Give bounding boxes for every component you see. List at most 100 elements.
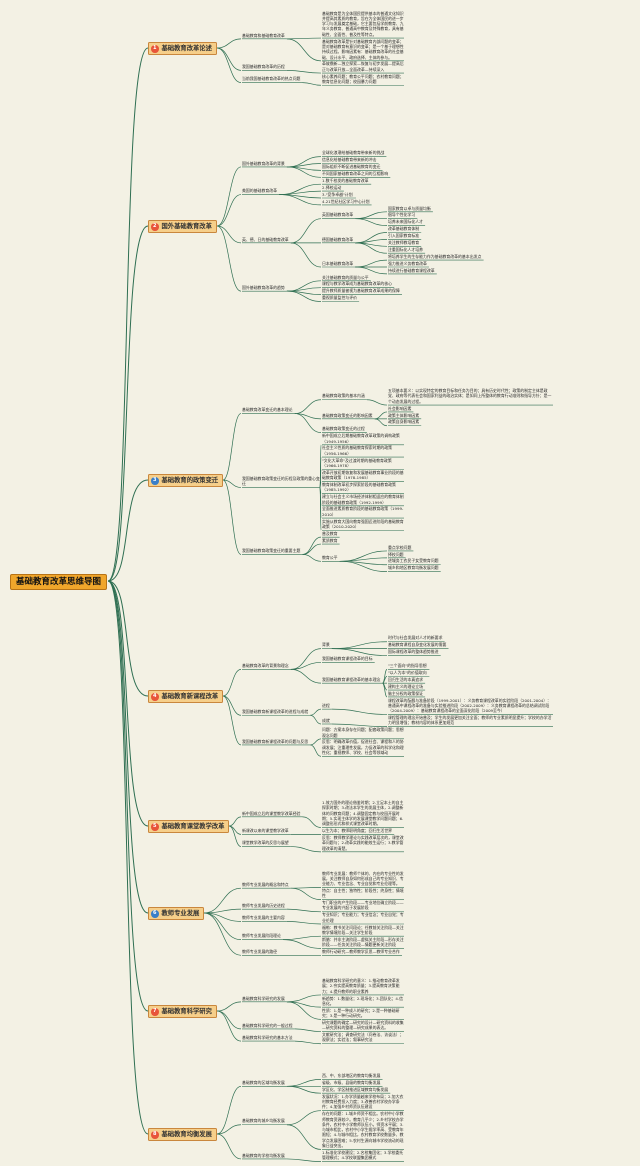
- branch-link: [290, 218, 322, 244]
- mindmap-node-depth-2: 核心素养问题；教育公平问题；农村教育问题；教育信息化问题；校园暴力问题: [322, 73, 404, 84]
- mindmap-node-depth-2: "文化大革命"及过渡时期的基础教育政策（1966-1978）: [322, 457, 392, 468]
- mindmap-node-depth-2: 普及教育: [322, 530, 338, 536]
- mindmap-node-depth-1: 基础教育的城乡均衡发展: [242, 1118, 285, 1124]
- branch-link: [279, 194, 322, 206]
- mindmap-node-depth-2: 素质教育: [322, 537, 338, 543]
- mindmap-node-depth-3: 回归生活的本真追求: [388, 676, 424, 682]
- branch-link: [310, 708, 322, 716]
- mindmap-node-depth-3: 进城务工农民子女受教育问题: [388, 558, 439, 564]
- branch-link: [355, 218, 388, 226]
- mindmap-node-depth-1: 国外基础教育改革的背景: [242, 160, 285, 166]
- mindmap-node-depth-2: 重视质量监控与评价: [322, 295, 358, 301]
- trunk-link: [107, 580, 149, 1012]
- branch-link: [216, 166, 242, 227]
- mindmap-node-depth-1: 基础教育科学研究的一般过程: [242, 1022, 293, 1028]
- trunk-link: [107, 479, 149, 582]
- branch-link: [286, 908, 322, 913]
- mindmap-node-depth-3: 时代与社会发展对人才的新要求: [388, 635, 443, 641]
- branch-link: [374, 418, 388, 427]
- branch-link: [222, 413, 242, 481]
- mindmap-node-depth-2: 基础教育政策变迁的过程: [322, 426, 365, 432]
- mindmap-node-depth-2: 国际组织不断促进基础教育的变迁: [322, 164, 381, 170]
- mindmap-node-depth-1: 我国基础教育政策变迁的重要主题: [242, 548, 301, 554]
- mindmap-node-depth-2: 提升教师质量被视为基础教育改革成果的保障: [322, 288, 400, 294]
- mindmap-node-depth-1: 基础教育的区域均衡发展: [242, 1080, 285, 1085]
- trunk-link: [107, 580, 149, 914]
- mindmap-node-depth-3: 课程改革的酝酿与准备阶段（1999-2001）：义务教育课程改革的实验阶段（20…: [388, 697, 552, 714]
- branch-link: [331, 723, 388, 727]
- section-title: 基础教育新课程改革: [161, 693, 219, 700]
- branch-link: [222, 479, 242, 488]
- branch-link: [222, 669, 242, 697]
- mindmap-node-depth-2: 斯腊：并非主流阶段—虚拟关主阶段—形存关注阶段——任务关注阶段—情题更新关注阶段: [322, 936, 404, 948]
- mindmap-node-depth-2: 新中国成立后期基础教育改革政策的调构政策（1949-1956）: [322, 433, 400, 444]
- section-number-badge: 4: [151, 693, 159, 701]
- branch-link: [203, 887, 242, 914]
- mindmap-node-depth-2: 专门职业的产生阶段——专业地位确立阶段——专业发展的兴起于发展阶段: [322, 900, 404, 911]
- mindmap-node-depth-1: 教师专业发展的主要内容: [242, 915, 285, 921]
- mindmap-node-depth-1: 教师专业发展的概念和特点: [242, 881, 289, 887]
- section-title: 基础教育科学研究: [161, 1008, 212, 1015]
- section-number-badge: 2: [151, 223, 159, 231]
- branch-link: [382, 682, 388, 698]
- mindmap-node-depth-3: 倡导个性化学习: [388, 212, 416, 218]
- mindmap-node-depth-2: 2.择校运动: [322, 184, 342, 190]
- root-node: 基础教育改革思维导图: [10, 574, 108, 590]
- mindmap-node-depth-2: 1.效力国外的理论借鉴时期；2.立足本土的自主探索时期；3.改法本学生的发展主体…: [322, 799, 404, 827]
- mindmap-node-depth-3: 持续进行基础教育课程改革: [388, 267, 435, 273]
- branch-link: [290, 887, 322, 900]
- mindmap-node-depth-3: "以人为本"的价值取向: [388, 669, 427, 675]
- mindmap-node-depth-2: 4.21世纪社区学习中心计划: [322, 198, 370, 204]
- mindmap-node-depth-2: 特点：自主性；独特性；阶段性；终身性；情境性: [322, 888, 404, 899]
- branch-link: [302, 816, 322, 828]
- mindmap-node-depth-3: 培养未来国际化人才: [388, 219, 424, 225]
- mindmap-node-depth-3: 强力推进义务教育改革: [388, 260, 427, 266]
- mindmap-node-depth-2: 问题：方案本身存在问题；配套政策问题；思想观念问题: [322, 727, 404, 738]
- mindmap-node-depth-3: 重点学校问题: [388, 544, 412, 550]
- mindmap-node-depth-2: 研究课题的确定—研究的设计—研究资料的收集—研究资料的整理—研究成果的表达。: [322, 1019, 404, 1031]
- mindmap-node-depth-2: 成就: [322, 717, 330, 723]
- branch-link: [331, 648, 388, 656]
- mindmap-node-depth-1: 基础教育改革变迁的基本理论: [242, 407, 293, 413]
- branch-link: [339, 560, 388, 572]
- mindmap-node-depth-2: 不同国家基础教育改革之间的互相影响: [322, 171, 389, 176]
- section-number-badge: 7: [151, 1008, 159, 1016]
- trunk-link: [107, 225, 149, 582]
- mindmap-node-depth-1: 基础教育的学校均衡发展: [242, 1152, 285, 1158]
- mindmap-node-depth-2: 建立与社会主义市场经济体制相适应的教育体制阶段的基础教育政策（1992-1999…: [322, 494, 404, 505]
- mindmap-node-depth-2: 学区化、学区制推进区域教育均衡发展: [322, 1086, 389, 1092]
- mindmap-node-depth-1: 基础教育和基础教育改革: [242, 32, 285, 38]
- section-title: 基础教育课堂教学改革: [161, 823, 225, 830]
- branch-link: [302, 543, 322, 555]
- mindmap-node-depth-2: 存在的问题：1.城乡师资不相比。农村中小学教师教育资源较少。教育几乎少；2.乡村…: [322, 1111, 404, 1149]
- branch-link: [222, 479, 242, 555]
- branch-link: [355, 242, 388, 254]
- mindmap-node-depth-2: 教师专业发展：教师个体的、内在的专业性的发展，关注教师自身如何形成自己的专业知识…: [322, 870, 404, 887]
- mindmap-node-depth-2: 社会主义性质的基础教育探索时期的政策（1956-1966）: [322, 445, 393, 456]
- mindmap-node-depth-3: 脑主分权的政策保证: [388, 690, 424, 696]
- branch-link: [294, 413, 322, 433]
- section-number-badge: 5: [151, 823, 159, 831]
- mindmap-node-depth-2: 德国基础教育改革: [322, 236, 354, 242]
- branch-link: [282, 939, 322, 949]
- branch-link: [286, 290, 322, 302]
- branch-link: [286, 37, 322, 40]
- mindmap-node-depth-3: 课程管理的理念开始普及；学生的发展更加关注全面；教师的专业素质明显提升；学校的办…: [388, 715, 552, 726]
- branch-link: [366, 399, 388, 406]
- mindmap-node-depth-3: 政策自身影响因素: [388, 419, 420, 425]
- mindmap-node-depth-3: "三个面向"的指导思想: [388, 663, 427, 669]
- mindmap-node-depth-3: 国际课程改革的整体趋势推进: [388, 649, 439, 655]
- trunk-link: [107, 580, 149, 827]
- mindmap-node-depth-2: 革故鼎新—独立探索—恢复与初步发展—提高后正与改革开放—全面改革—持续深入: [322, 61, 404, 72]
- branch-link: [310, 714, 322, 725]
- mindmap-node-depth-3: 注重国际化人才培养: [388, 246, 424, 252]
- branch-link: [294, 1028, 322, 1032]
- mindmap-node-depth-2: 基础教育政策的基本内涵: [322, 393, 365, 399]
- branch-link: [286, 1158, 322, 1162]
- branch-link: [216, 1001, 242, 1012]
